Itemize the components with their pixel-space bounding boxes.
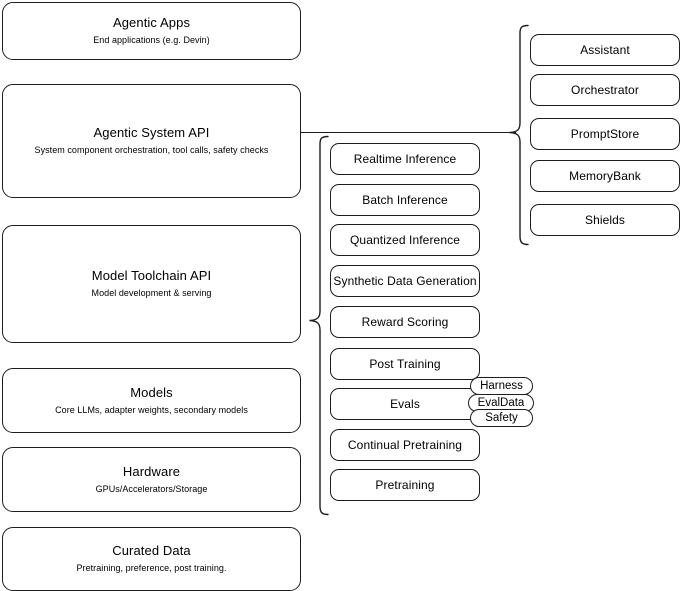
connector-line-system-api xyxy=(301,132,516,134)
eval-pill-label: Harness xyxy=(480,379,523,392)
toolchain-box-reward-scoring[interactable]: Reward Scoring xyxy=(330,306,480,338)
layer-subtitle: System component orchestration, tool cal… xyxy=(34,145,269,155)
toolchain-label: Reward Scoring xyxy=(361,314,449,329)
toolchain-label: Realtime Inference xyxy=(353,151,457,166)
toolchain-box-post-training[interactable]: Post Training xyxy=(330,348,480,380)
system-label: PromptStore xyxy=(570,126,640,141)
layer-subtitle: Model development & serving xyxy=(91,288,212,298)
layer-title: Curated Data xyxy=(112,543,191,558)
system-box-orchestrator[interactable]: Orchestrator xyxy=(530,74,680,106)
layer-subtitle: GPUs/Accelerators/Storage xyxy=(95,483,208,494)
layer-title: Model Toolchain API xyxy=(91,268,212,283)
system-label: Shields xyxy=(584,212,626,227)
toolchain-box-continual-pretraining[interactable]: Continual Pretraining xyxy=(330,429,480,461)
layer-box-agentic-system-api[interactable]: Agentic System API System component orch… xyxy=(2,84,301,198)
layer-subtitle: End applications (e.g. Devin) xyxy=(93,35,210,45)
layer-title: Hardware xyxy=(122,463,181,479)
eval-pill-safety[interactable]: Safety xyxy=(470,409,533,427)
toolchain-box-realtime-inference[interactable]: Realtime Inference xyxy=(330,143,480,175)
layer-box-agentic-apps[interactable]: Agentic Apps End applications (e.g. Devi… xyxy=(2,2,301,60)
system-box-memorybank[interactable]: MemoryBank xyxy=(530,160,680,192)
system-label: Assistant xyxy=(580,42,630,57)
layer-box-curated-data[interactable]: Curated Data Pretraining, preference, po… xyxy=(2,527,301,591)
system-box-assistant[interactable]: Assistant xyxy=(530,34,680,66)
toolchain-label: Batch Inference xyxy=(362,192,448,207)
bracket-system-components xyxy=(508,24,530,246)
layer-subtitle: Pretraining, preference, post training. xyxy=(76,563,227,573)
layer-title: Agentic Apps xyxy=(112,15,191,30)
system-label: MemoryBank xyxy=(569,168,641,183)
toolchain-label: Synthetic Data Generation xyxy=(333,273,477,288)
layer-title: Agentic System API xyxy=(93,125,210,140)
eval-pill-label: EvalData xyxy=(477,396,525,409)
system-label: Orchestrator xyxy=(571,82,639,97)
toolchain-label: Pretraining xyxy=(375,477,435,492)
system-box-promptstore[interactable]: PromptStore xyxy=(530,118,680,150)
layer-box-models[interactable]: Models Core LLMs, adapter weights, secon… xyxy=(2,368,301,433)
system-box-shields[interactable]: Shields xyxy=(530,204,680,236)
layer-box-hardware[interactable]: Hardware GPUs/Accelerators/Storage xyxy=(2,447,301,512)
layer-title: Models xyxy=(130,384,173,400)
layer-box-model-toolchain-api[interactable]: Model Toolchain API Model development & … xyxy=(2,225,301,343)
toolchain-box-evals[interactable]: Evals xyxy=(330,388,480,420)
toolchain-box-quantized-inference[interactable]: Quantized Inference xyxy=(330,224,480,256)
eval-pill-harness[interactable]: Harness xyxy=(470,377,533,395)
eval-pill-label: Safety xyxy=(485,411,518,424)
layer-subtitle: Core LLMs, adapter weights, secondary mo… xyxy=(55,404,248,415)
toolchain-label: Quantized Inference xyxy=(350,232,460,247)
toolchain-label: Post Training xyxy=(369,356,441,371)
bracket-toolchain-components xyxy=(308,135,330,516)
toolchain-box-synthetic-data-generation[interactable]: Synthetic Data Generation xyxy=(330,265,480,297)
toolchain-box-pretraining[interactable]: Pretraining xyxy=(330,469,480,501)
toolchain-label: Evals xyxy=(390,396,420,411)
toolchain-box-batch-inference[interactable]: Batch Inference xyxy=(330,184,480,216)
toolchain-label: Continual Pretraining xyxy=(347,437,463,452)
